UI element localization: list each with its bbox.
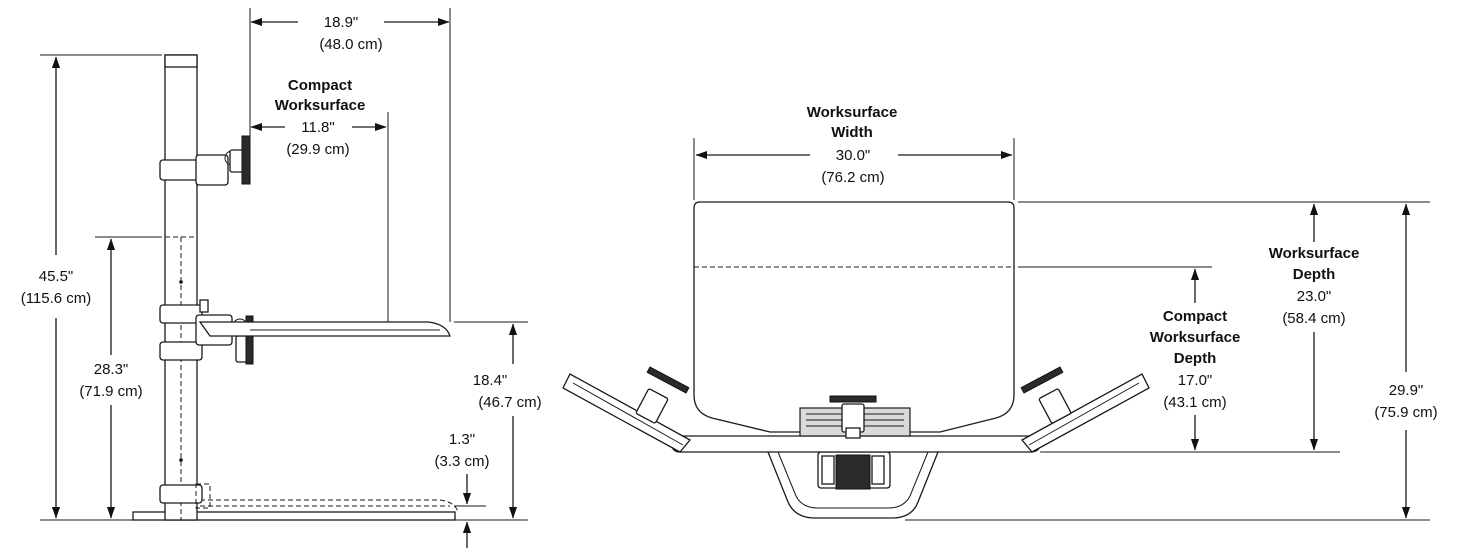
compact-title-line2: Worksurface (275, 97, 366, 114)
top-view: Worksurface Width 30.0" (76.2 cm) Worksu… (562, 104, 1438, 521)
lower-clamp (159, 483, 211, 509)
depth-title-line1: Worksurface (1269, 245, 1360, 262)
compact-depth-title-line1: Compact (1163, 308, 1227, 325)
depth-title-line2: Depth (1293, 266, 1336, 283)
upper-monitor-mount (159, 135, 251, 186)
column-height-cm: (71.9 cm) (79, 383, 142, 400)
surface-height-in: 18.4" (473, 372, 508, 389)
compact-depth-title-line3: Depth (1174, 350, 1217, 367)
right-monitor-arm (1020, 366, 1150, 453)
worksurface-profile (198, 321, 451, 337)
total-height-cm: (115.6 cm) (21, 290, 92, 307)
compact-depth-in: 17.0" (1178, 372, 1213, 389)
compact-depth-title-line2: Worksurface (1150, 329, 1241, 346)
overall-depth-cm: (75.9 cm) (1374, 404, 1437, 421)
width-in: 30.0" (836, 147, 871, 164)
center-mount (799, 395, 911, 439)
total-width-cm: (48.0 cm) (319, 36, 382, 53)
overall-depth-in: 29.9" (1389, 382, 1424, 399)
column-cap (164, 54, 198, 68)
total-height-in: 45.5" (39, 268, 74, 285)
compact-width-in: 11.8" (301, 119, 334, 136)
width-title-line2: Width (831, 124, 873, 141)
compact-depth-cm: (43.1 cm) (1163, 394, 1226, 411)
width-cm: (76.2 cm) (821, 169, 884, 186)
left-monitor-arm (562, 366, 692, 453)
surface-height-cm: (46.7 cm) (478, 394, 541, 411)
depth-in: 23.0" (1297, 288, 1332, 305)
base-surface-outline (200, 499, 459, 513)
base-height-cm: (3.3 cm) (434, 453, 489, 470)
side-view: 18.9" (48.0 cm) Compact Worksurface 11.8… (21, 8, 542, 548)
depth-cm: (58.4 cm) (1282, 310, 1345, 327)
base-height-in: 1.3" (449, 431, 475, 448)
compact-title-line1: Compact (288, 77, 352, 94)
total-width-in: 18.9" (324, 14, 359, 31)
column-height-in: 28.3" (94, 361, 129, 378)
compact-width-cm: (29.9 cm) (286, 141, 349, 158)
width-title-line1: Worksurface (807, 104, 898, 121)
base-pedestal (817, 451, 891, 490)
worksurface-top (693, 201, 1015, 433)
base-plate (132, 511, 456, 521)
